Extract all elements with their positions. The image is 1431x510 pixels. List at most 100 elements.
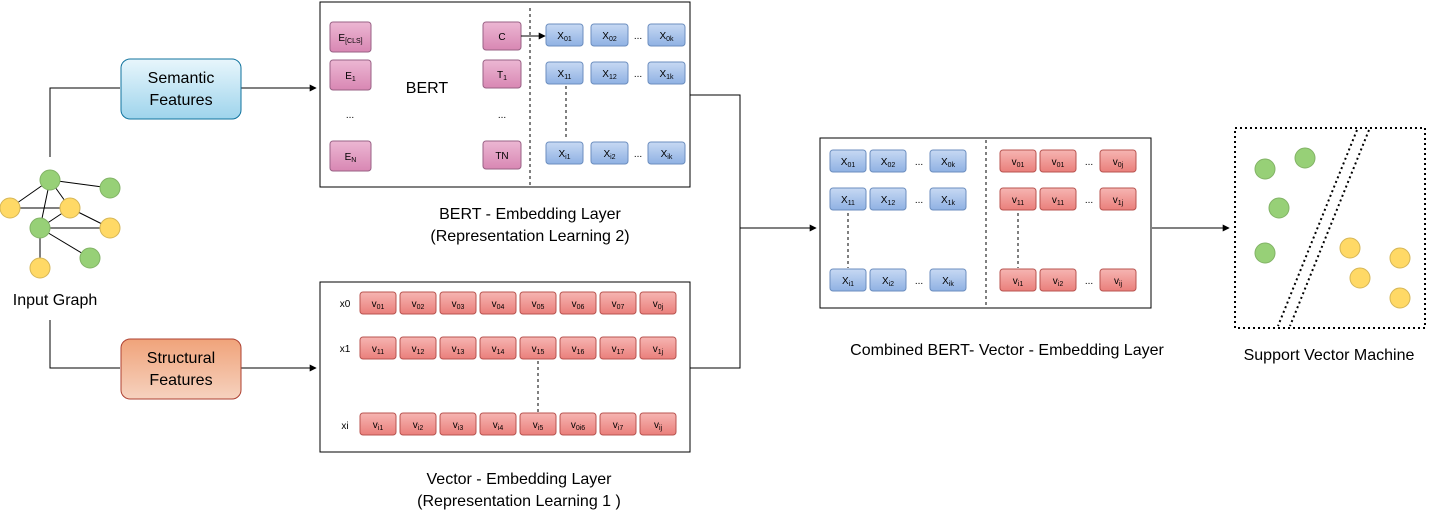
vector-cell: v12	[399, 336, 437, 360]
combined-x-cell: Xi2	[869, 268, 907, 292]
bert-e-ellipsis: ...	[346, 110, 354, 121]
combined-v-cell-label: vij	[1114, 276, 1123, 288]
vector-cell-label: v14	[492, 344, 505, 356]
bert-x-cell: X01	[545, 23, 584, 47]
graph-node-green	[99, 177, 121, 199]
combined-x-cell: X1k	[929, 187, 967, 211]
bert-x-cell: X0k	[647, 23, 686, 47]
combined-x-cell-label: X0k	[941, 157, 956, 169]
svm-point-green	[1294, 147, 1316, 169]
bert-x-cell-label: X01	[557, 31, 572, 43]
structural-features-line2: Features	[149, 372, 212, 389]
ellipsis: ...	[634, 69, 642, 80]
vector-cell-label: vi3	[453, 420, 464, 432]
bert-model-label: BERT	[406, 80, 449, 97]
vector-cell: vi1	[359, 412, 397, 436]
combined-x-cell-label: X02	[881, 157, 896, 169]
vector-cell: v14	[479, 336, 517, 360]
bert-x-cell-label: X02	[602, 31, 617, 43]
combined-x-cell: X12	[869, 187, 907, 211]
vector-cell: vi7	[599, 412, 637, 436]
bert-t-ellipsis: ...	[498, 110, 506, 121]
vector-cell: vij	[639, 412, 677, 436]
bert-x-cell: X1k	[647, 61, 686, 85]
combined-v-cell: v11	[1039, 187, 1077, 211]
bert-output-tokens: C T1... TN	[482, 21, 522, 170]
combined-v-cell: v0j	[1099, 149, 1137, 173]
bert-caption-line1: BERT - Embedding Layer	[439, 206, 621, 223]
vector-cell: vi4	[479, 412, 517, 436]
svm-point-green	[1254, 242, 1276, 264]
vector-cell-label: v0j	[653, 299, 664, 311]
bert-e-cell: E[CLS]	[329, 21, 372, 53]
bert-t-cell-label: TN	[495, 151, 508, 162]
vector-cell-label: v12	[412, 344, 425, 356]
vector-cell-label: v04	[492, 299, 505, 311]
vector-row-label: xi	[341, 421, 348, 432]
vector-cell: v0i6	[559, 412, 597, 436]
vector-cell-label: v15	[532, 344, 545, 356]
vector-cell: v01	[359, 291, 397, 315]
vector-cell-label: v16	[572, 344, 585, 356]
vector-cell-label: vi7	[613, 420, 624, 432]
vector-row-label: x1	[340, 344, 351, 355]
combined-x-cell-label: Xik	[942, 276, 954, 288]
combined-v-cell: v1j	[1099, 187, 1137, 211]
combined-v-cell-label: vi2	[1053, 276, 1064, 288]
bert-embedding-panel: BERT E[CLS] E1... EN C T1... TN X01 X02 X0k...…	[319, 1, 691, 188]
combined-x-cell-label: Xi2	[882, 276, 894, 288]
vector-caption-line2: (Representation Learning 1 )	[417, 493, 621, 510]
bert-caption-line2: (Representation Learning 2)	[430, 228, 629, 245]
vector-cell-label: v1j	[653, 344, 664, 356]
combined-caption: Combined BERT- Vector - Embedding Layer	[850, 342, 1164, 359]
vector-cell-label: v01	[372, 299, 385, 311]
vector-row-label: x0	[340, 299, 351, 310]
bert-x-cell-label: Xi2	[603, 149, 615, 161]
graph-node-green	[39, 169, 61, 191]
bert-x-cell: X11	[545, 61, 584, 85]
vector-cell: v06	[559, 291, 597, 315]
bert-x-cell: Xik	[647, 141, 686, 165]
combined-v-cell-label: v01	[1012, 157, 1025, 169]
ellipsis: ...	[634, 31, 642, 42]
vector-cell: vi5	[519, 412, 557, 436]
bert-input-embeddings: E[CLS] E1... EN	[329, 21, 372, 172]
vector-cell: v05	[519, 291, 557, 315]
ellipsis: ...	[1085, 195, 1093, 206]
vector-cell: v17	[599, 336, 637, 360]
combined-x-cell: X11	[829, 187, 867, 211]
ellipsis: ...	[1085, 157, 1093, 168]
bert-t-cell: C	[482, 21, 522, 51]
graph-node-green	[79, 247, 101, 269]
vector-caption-line1: Vector - Embedding Layer	[427, 471, 613, 488]
vector-cell: vi3	[439, 412, 477, 436]
bert-t-cell-label: C	[498, 32, 505, 43]
vector-cell-label: v03	[452, 299, 465, 311]
vector-cell: v02	[399, 291, 437, 315]
bert-x-cell-label: X12	[602, 69, 617, 81]
vector-cell-label: v05	[532, 299, 545, 311]
vector-cell: v03	[439, 291, 477, 315]
semantic-features-line2: Features	[149, 92, 212, 109]
graph-node-yellow	[99, 217, 121, 239]
ellipsis: ...	[915, 157, 923, 168]
svm-point-yellow	[1339, 237, 1361, 259]
bert-e-cell-label: EN	[345, 152, 357, 164]
svm-panel	[1234, 127, 1426, 329]
svm-point-yellow	[1389, 247, 1411, 269]
bert-x-cell-label: X1k	[659, 69, 674, 81]
ellipsis: ...	[915, 276, 923, 287]
vector-cell-label: v11	[372, 344, 384, 356]
bert-x-cell: Xi2	[590, 141, 629, 165]
bert-x-cell-label: X0k	[659, 31, 674, 43]
combined-v-cell-label: vi1	[1013, 276, 1024, 288]
bert-t-cell-label: T1	[497, 70, 507, 82]
vector-cell: v16	[559, 336, 597, 360]
bert-e-cell-label: E1	[345, 71, 356, 83]
